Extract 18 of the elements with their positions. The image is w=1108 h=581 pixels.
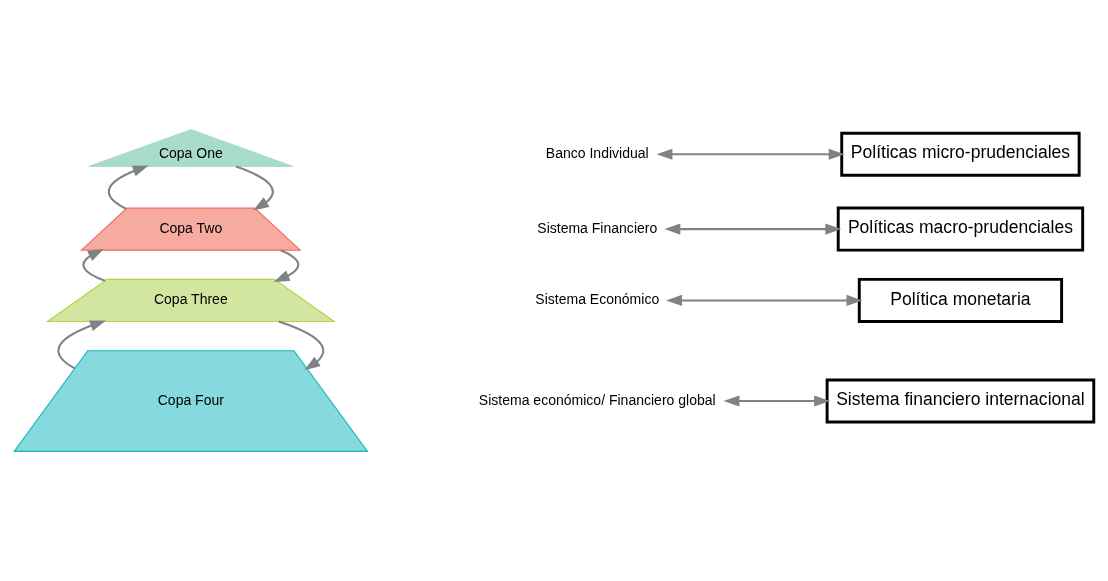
arrow [278,320,325,371]
arrow [107,165,149,210]
arrow [82,248,106,282]
node-text: Banco Individual [545,144,649,161]
arrow [723,395,831,407]
node-text: Sistema Financiero [537,219,658,236]
arrow [57,320,106,370]
arrow [664,223,842,235]
node-box: Sistema financiero internacional [825,378,1096,424]
arrow [273,249,300,283]
node-text: Sistema Económico [535,291,660,308]
arrow [235,165,274,211]
node-box: Políticas macro-prudenciales [836,206,1085,252]
node-text: Sistema económico/ Financiero global [478,391,716,408]
node-box: Política monetaria [857,277,1064,323]
arrow [656,148,845,160]
node-box: Políticas micro-prudenciales [840,131,1081,177]
arrow [666,294,863,307]
